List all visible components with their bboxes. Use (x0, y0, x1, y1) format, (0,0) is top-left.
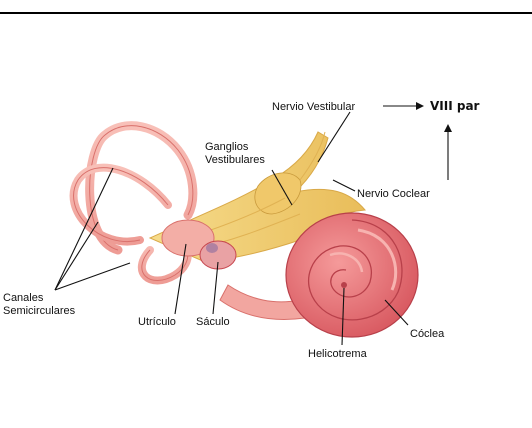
label-helicotrema: Helicotrema (308, 348, 368, 360)
label-coclea: Cóclea (410, 328, 445, 340)
label-ganglios-line2: Vestibulares (205, 154, 265, 166)
label-nervio-vestibular: Nervio Vestibular (272, 101, 355, 113)
cochlea (286, 213, 418, 337)
helicotrema-point (341, 282, 347, 288)
label-saculo: Sáculo (196, 316, 230, 328)
semicircular-canals (74, 126, 193, 281)
label-canales-line1: Canales (3, 292, 44, 304)
label-canales-line2: Semicirculares (3, 305, 76, 317)
label-viii-par: VIII par (430, 99, 480, 113)
label-ganglios-line1: Ganglios (205, 141, 249, 153)
label-utriculo: Utrículo (138, 316, 176, 328)
label-nervio-coclear: Nervio Coclear (357, 188, 430, 200)
